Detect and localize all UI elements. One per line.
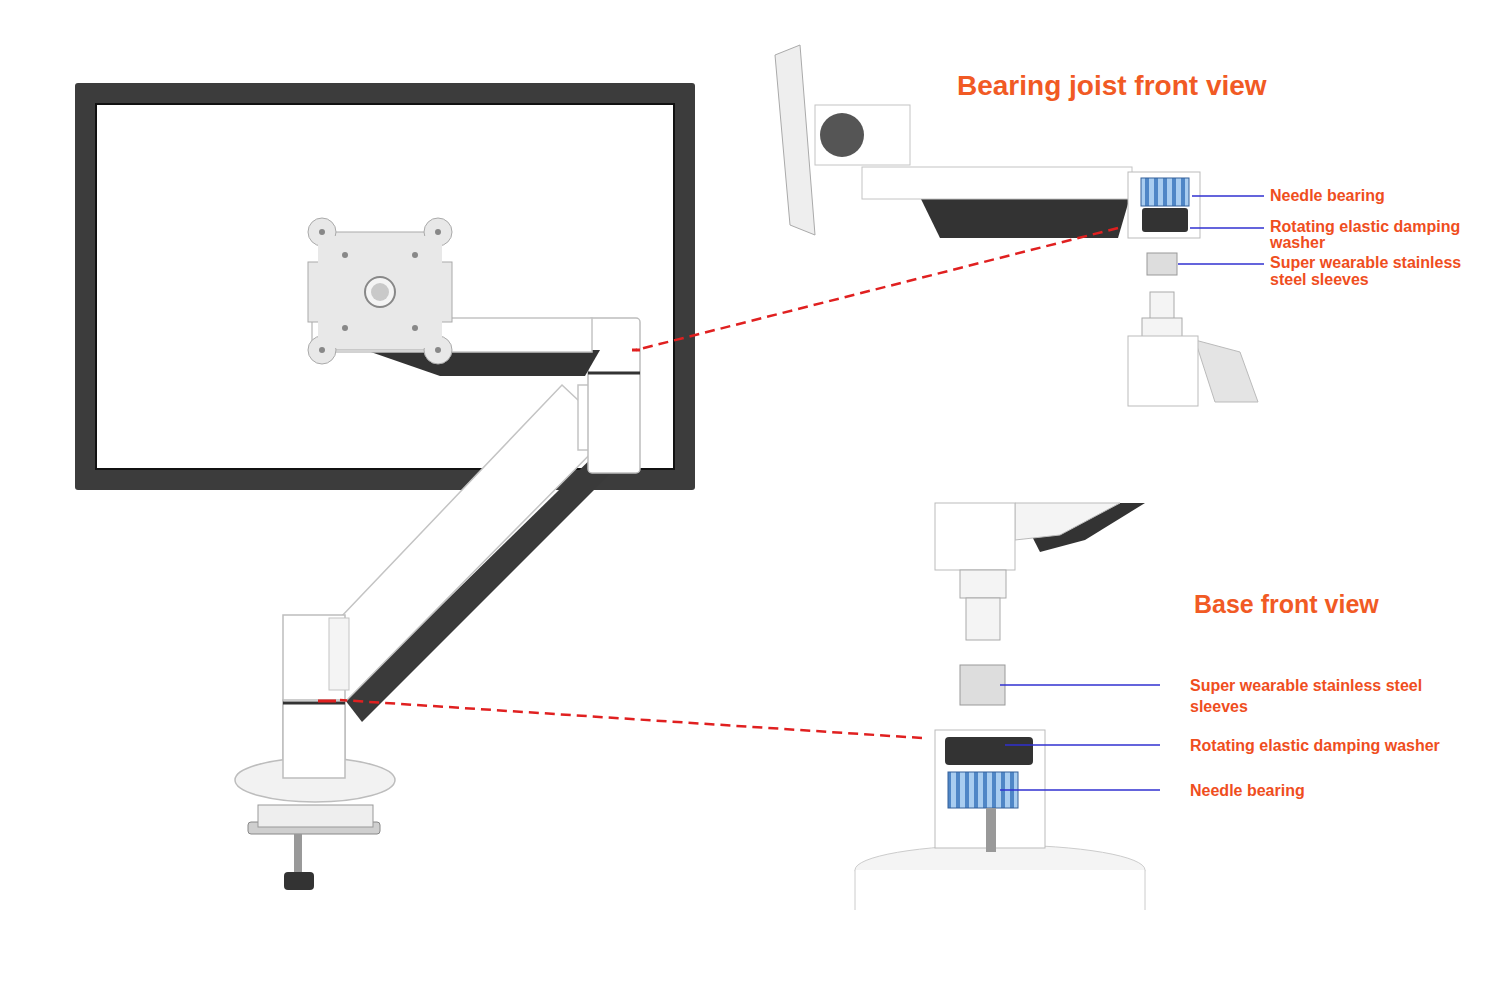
- monitor: [75, 83, 695, 490]
- part-label: Rotating elastic damping washer: [1190, 736, 1490, 755]
- clamp-knob: [284, 872, 314, 890]
- part-label: Needle bearing: [1270, 187, 1492, 205]
- leader-line: [1000, 684, 1160, 686]
- leader-line: [1190, 227, 1264, 229]
- pole-lower: [283, 700, 345, 778]
- plate-hole: [412, 252, 418, 258]
- detail-pointer: [340, 700, 922, 738]
- leader-line: [1178, 263, 1264, 265]
- pole-ring: [283, 702, 345, 705]
- monitor-frame: [75, 83, 695, 490]
- leader-line: [1005, 744, 1160, 746]
- clamp-body: [258, 805, 373, 827]
- upper-arm-shade: [365, 350, 600, 376]
- side-plate: [775, 45, 815, 235]
- damping-washer: [945, 737, 1033, 765]
- part-label: Needle bearing: [1190, 781, 1490, 800]
- pole-mark: [318, 700, 336, 703]
- spindle: [986, 808, 996, 852]
- pin: [1150, 292, 1174, 320]
- plate-center: [365, 277, 395, 307]
- lower-arm: [300, 385, 612, 702]
- vesa-plate: [308, 218, 452, 364]
- arm-stub: [1015, 503, 1120, 540]
- pin-collar: [1142, 318, 1182, 338]
- arm-clip: [329, 618, 349, 690]
- detail-pointer: [636, 228, 1118, 350]
- part-label: Super wearable stainless steel sleeves: [1190, 676, 1452, 718]
- plate-hole: [342, 252, 348, 258]
- joint-shade: [1195, 340, 1258, 402]
- joint-cylinder: [588, 318, 640, 473]
- pole-mark: [318, 700, 336, 703]
- post-top: [1128, 336, 1198, 406]
- base-edge: [1145, 870, 1146, 910]
- plate-hole: [342, 325, 348, 331]
- plate-fill: [318, 236, 442, 348]
- joint-ring: [588, 372, 640, 375]
- pin: [966, 598, 1000, 640]
- arm: [235, 318, 640, 890]
- leader-line: [1000, 789, 1160, 791]
- joist-housing: [1128, 172, 1200, 238]
- pin-collar: [960, 570, 1006, 598]
- part-label: Rotating elastic damping washer: [1270, 219, 1492, 251]
- leader-line: [1192, 195, 1264, 197]
- upper-housing: [935, 503, 1015, 570]
- base-disk-side: [855, 870, 1145, 910]
- base-edge: [855, 870, 856, 910]
- base-detail: [340, 503, 1160, 910]
- ball-joint: [820, 113, 864, 157]
- steel-sleeve: [960, 665, 1005, 705]
- plate-hole: [435, 229, 441, 235]
- head-bracket: [815, 105, 910, 165]
- view-title: Bearing joist front view: [957, 71, 1267, 102]
- pole-ring: [283, 702, 345, 705]
- clamp-screw: [294, 834, 302, 874]
- plate-hole: [319, 347, 325, 353]
- plate-hole: [435, 347, 441, 353]
- view-title: Base front view: [1194, 591, 1379, 619]
- plate-center-hole: [371, 283, 389, 301]
- damping-washer: [1142, 208, 1188, 232]
- steel-sleeve: [1147, 253, 1177, 275]
- part-label: Super wearable stainless steel sleeves: [1270, 255, 1492, 289]
- plate-hole: [412, 325, 418, 331]
- needle-bearing: [1141, 178, 1189, 206]
- arm-shade: [1015, 503, 1145, 552]
- joist-arm: [862, 167, 1132, 199]
- plate-hole: [319, 229, 325, 235]
